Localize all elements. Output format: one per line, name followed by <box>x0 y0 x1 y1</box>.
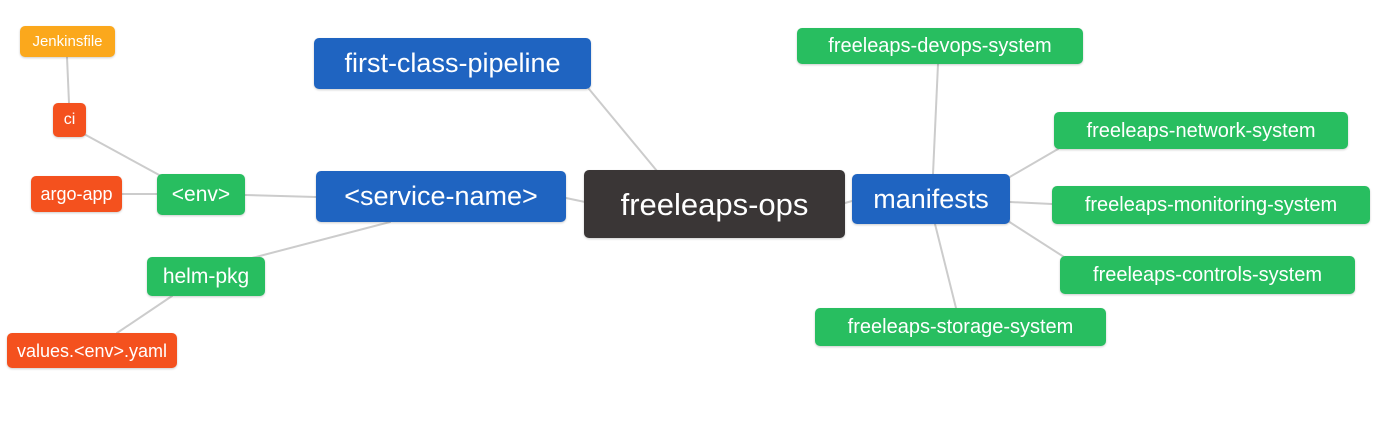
edge-values-env-yaml-to-helm-pkg <box>116 295 173 334</box>
node-env[interactable]: <env> <box>157 174 245 215</box>
edge-freeleaps-ops-to-manifests <box>844 200 853 204</box>
node-freeleaps-controls-system[interactable]: freeleaps-controls-system <box>1060 256 1355 294</box>
edge-manifests-to-freeleaps-network-system <box>1007 148 1059 179</box>
node-manifests[interactable]: manifests <box>852 174 1010 224</box>
node-freeleaps-network-system[interactable]: freeleaps-network-system <box>1054 112 1348 149</box>
edge-first-class-pipeline-to-freeleaps-ops <box>588 88 658 172</box>
node-argo-app[interactable]: argo-app <box>31 176 122 212</box>
edge-jenkinsfile-to-ci <box>66 56 70 104</box>
edge-manifests-to-freeleaps-monitoring-system <box>1009 201 1053 205</box>
node-freeleaps-storage-system[interactable]: freeleaps-storage-system <box>815 308 1106 346</box>
edge-service-name-to-freeleaps-ops <box>565 197 586 203</box>
node-values-env-yaml[interactable]: values.<env>.yaml <box>7 333 177 368</box>
edge-ci-to-env <box>83 133 162 177</box>
node-freeleaps-monitoring-system[interactable]: freeleaps-monitoring-system <box>1052 186 1370 224</box>
node-freeleaps-ops[interactable]: freeleaps-ops <box>584 170 845 238</box>
node-first-class-pipeline[interactable]: first-class-pipeline <box>314 38 591 89</box>
node-helm-pkg[interactable]: helm-pkg <box>147 257 265 296</box>
edge-manifests-to-freeleaps-controls-system <box>1007 220 1065 258</box>
edge-manifests-to-freeleaps-storage-system <box>934 223 957 309</box>
node-ci[interactable]: ci <box>53 103 86 137</box>
node-service-name[interactable]: <service-name> <box>316 171 566 222</box>
node-freeleaps-devops-system[interactable]: freeleaps-devops-system <box>797 28 1083 64</box>
edge-env-to-service-name <box>244 194 317 198</box>
edge-helm-pkg-to-service-name <box>251 221 391 259</box>
node-jenkinsfile[interactable]: Jenkinsfile <box>20 26 115 57</box>
edge-manifests-to-freeleaps-devops-system <box>932 63 939 175</box>
